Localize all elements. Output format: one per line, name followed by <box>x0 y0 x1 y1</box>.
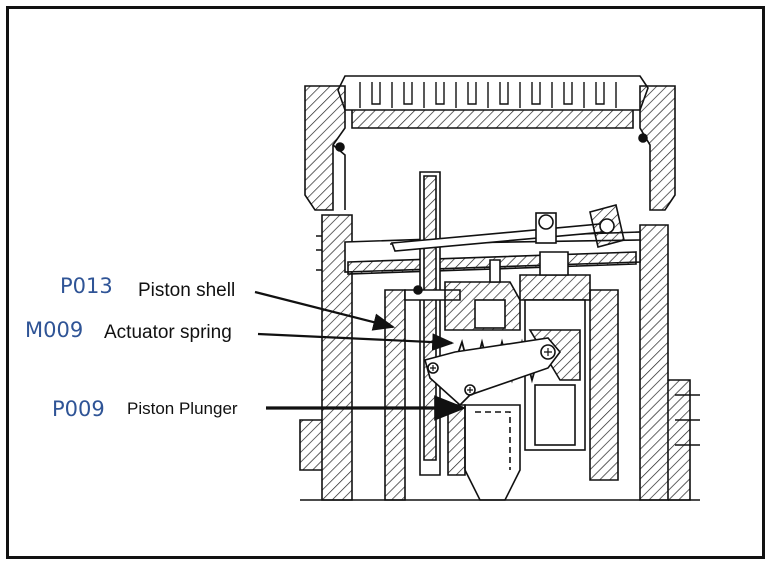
callout-code: P013 <box>60 274 113 298</box>
cam-lever <box>424 337 562 407</box>
callout-piston-shell: P013 Piston shell <box>60 274 235 301</box>
callout-label: Piston Plunger <box>127 399 238 418</box>
piston-plunger <box>447 404 521 501</box>
o-ring-right <box>638 133 648 143</box>
left-housing-wall <box>299 85 353 501</box>
callout-label: Actuator spring <box>104 322 232 343</box>
callout-actuator-spring: M009 Actuator spring <box>25 318 232 343</box>
linkage-arm <box>390 204 625 252</box>
callout-piston-plunger: P009 Piston Plunger <box>52 397 238 421</box>
callout-code: M009 <box>25 318 83 342</box>
o-ring-left <box>335 142 345 152</box>
callout-code: P009 <box>52 397 105 421</box>
right-housing-wall <box>639 85 700 501</box>
vertical-rod <box>419 171 441 476</box>
callout-label: Piston shell <box>138 280 235 301</box>
leader-line-actuator-spring <box>257 332 455 351</box>
leader-line-piston-shell <box>254 290 396 331</box>
hub-block <box>444 259 521 331</box>
top-cap <box>337 75 649 129</box>
